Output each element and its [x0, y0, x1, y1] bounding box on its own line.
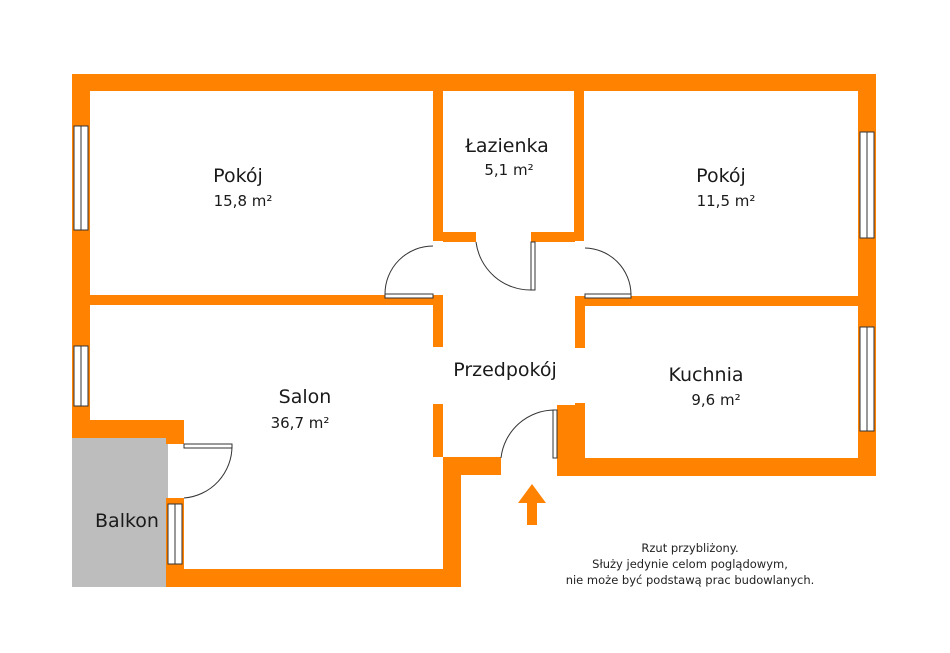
- room-label-przedpokoj: Przedpokój: [453, 359, 557, 381]
- room-label-lazienka: Łazienka: [464, 135, 549, 157]
- windows: [73, 125, 875, 565]
- disclaimer-line: nie może być podstawą prac budowlanych.: [565, 573, 815, 587]
- doors: [183, 241, 632, 499]
- room-label-kuchnia: Kuchnia: [668, 364, 743, 386]
- door-balcony: [183, 443, 233, 499]
- room-label-balkon: Balkon: [95, 510, 159, 532]
- disclaimer-line: Rzut przybliżony.: [641, 541, 739, 555]
- room-area-pokoj-2: 11,5 m²: [697, 192, 756, 210]
- room-area-kuchnia: 9,6 m²: [691, 391, 740, 409]
- disclaimer-note: Rzut przybliżony. Służy jedynie celom po…: [520, 540, 860, 588]
- door-pokoj-left: [384, 245, 434, 299]
- door-lazienka: [475, 241, 536, 291]
- room-label-pokoj-1: Pokój: [213, 165, 263, 187]
- room-area-salon: 36,7 m²: [271, 414, 330, 432]
- room-area-lazienka: 5,1 m²: [484, 161, 533, 179]
- balcony-area: [72, 437, 168, 587]
- door-pokoj-right: [584, 247, 632, 299]
- room-area-pokoj-1: 15,8 m²: [214, 192, 273, 210]
- door-entrance: [500, 409, 558, 459]
- room-label-salon: Salon: [279, 386, 332, 408]
- room-label-pokoj-2: Pokój: [696, 165, 746, 187]
- disclaimer-line: Służy jedynie celom poglądowym,: [592, 557, 788, 571]
- entrance-arrow-icon: [518, 484, 546, 525]
